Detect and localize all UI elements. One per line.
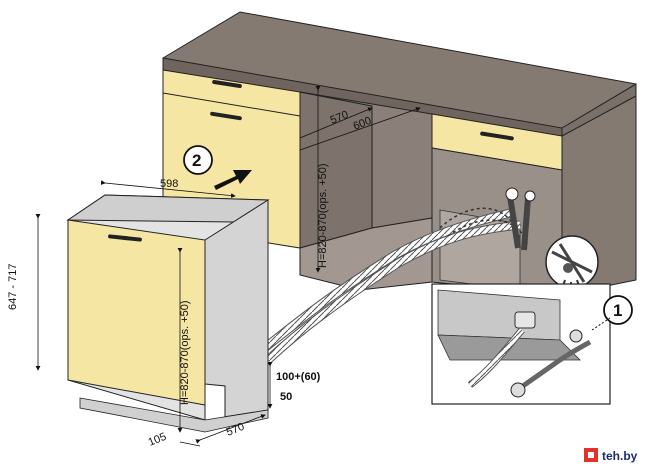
right-cabinet (431, 95, 637, 296)
water-connection-detail (545, 235, 599, 289)
dim-height-door: 647 - 717 (7, 264, 19, 310)
dishwasher (66, 194, 270, 433)
dim-door-setback: 105 (147, 431, 169, 449)
niche (299, 91, 433, 291)
drawer-handle-icon (480, 131, 514, 141)
hose-nut-icon (510, 382, 526, 398)
dim-height-cabinet: H=820-870(ops. +50) (317, 163, 329, 268)
drawer-handle-icon (212, 79, 242, 89)
valve-icon (524, 190, 536, 202)
door-handle-icon (108, 234, 142, 242)
drawer-handle-icon (210, 111, 242, 121)
inlet-port-icon (514, 311, 536, 329)
dim-plinth-depth: 50 (280, 391, 292, 403)
step-1-callout: 1 (591, 295, 633, 331)
dim-height-unit: H=820-870(ops. +50) (179, 300, 191, 405)
inset-detail (431, 283, 611, 405)
drain-hoses (259, 187, 536, 364)
insert-arrow-icon (214, 170, 252, 190)
valve-icon (505, 187, 519, 201)
dimension-lines (35, 86, 421, 447)
tap-icon (563, 263, 573, 273)
watermark: teh.by (584, 448, 638, 463)
watermark-text: teh.by (602, 449, 638, 463)
step-2-label: 2 (192, 151, 201, 170)
step-2-callout: 2 (183, 145, 252, 190)
hose-nut-icon (569, 329, 583, 343)
step-1-label: 1 (613, 301, 622, 320)
dim-plinth: 100+(60) (276, 371, 321, 383)
dim-width-top: 598 (160, 178, 178, 190)
